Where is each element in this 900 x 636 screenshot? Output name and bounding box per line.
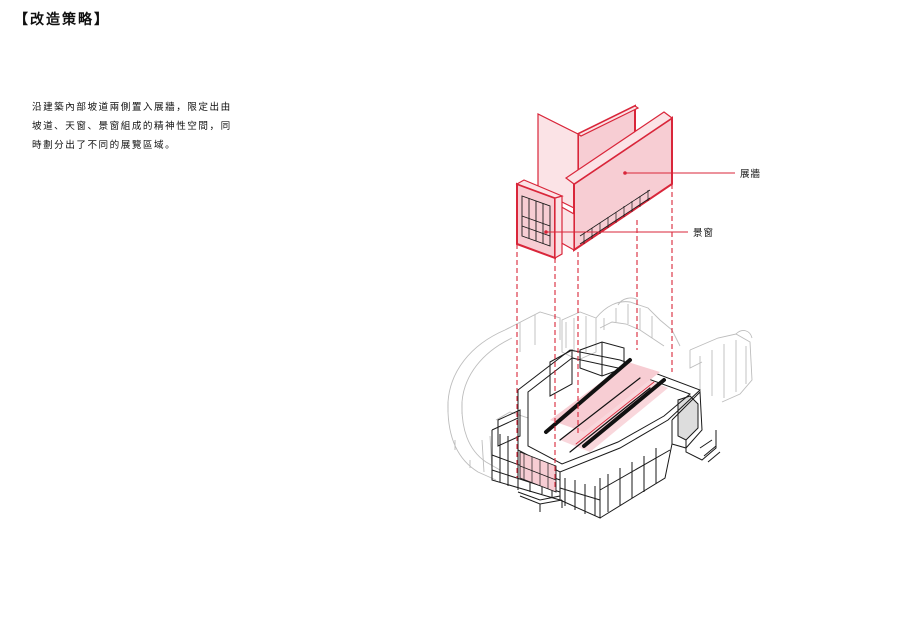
label-view-window: 景窗 bbox=[693, 228, 715, 239]
leader-lines bbox=[546, 172, 735, 233]
strategy-description: 沿建築內部坡道兩側置入展牆，限定出由 坡道、天窗、景窗組成的精神性空間，同 時劃… bbox=[32, 98, 247, 155]
description-line-3: 時劃分出了不同的展覽區域。 bbox=[32, 140, 177, 151]
leader-dot-window bbox=[544, 230, 548, 234]
page-title: 【改造策略】 bbox=[14, 12, 110, 28]
leader-dot-wall bbox=[623, 171, 627, 175]
projection-lines bbox=[516, 184, 673, 488]
exhibition-walls bbox=[515, 104, 674, 260]
ghost-building bbox=[447, 297, 753, 481]
description-line-1: 沿建築內部坡道兩側置入展牆，限定出由 bbox=[32, 102, 232, 113]
inner-walls bbox=[544, 358, 666, 453]
description-line-2: 坡道、天窗、景窗組成的精神性空間，同 bbox=[32, 121, 232, 132]
label-exhibition-wall: 展牆 bbox=[740, 169, 762, 180]
